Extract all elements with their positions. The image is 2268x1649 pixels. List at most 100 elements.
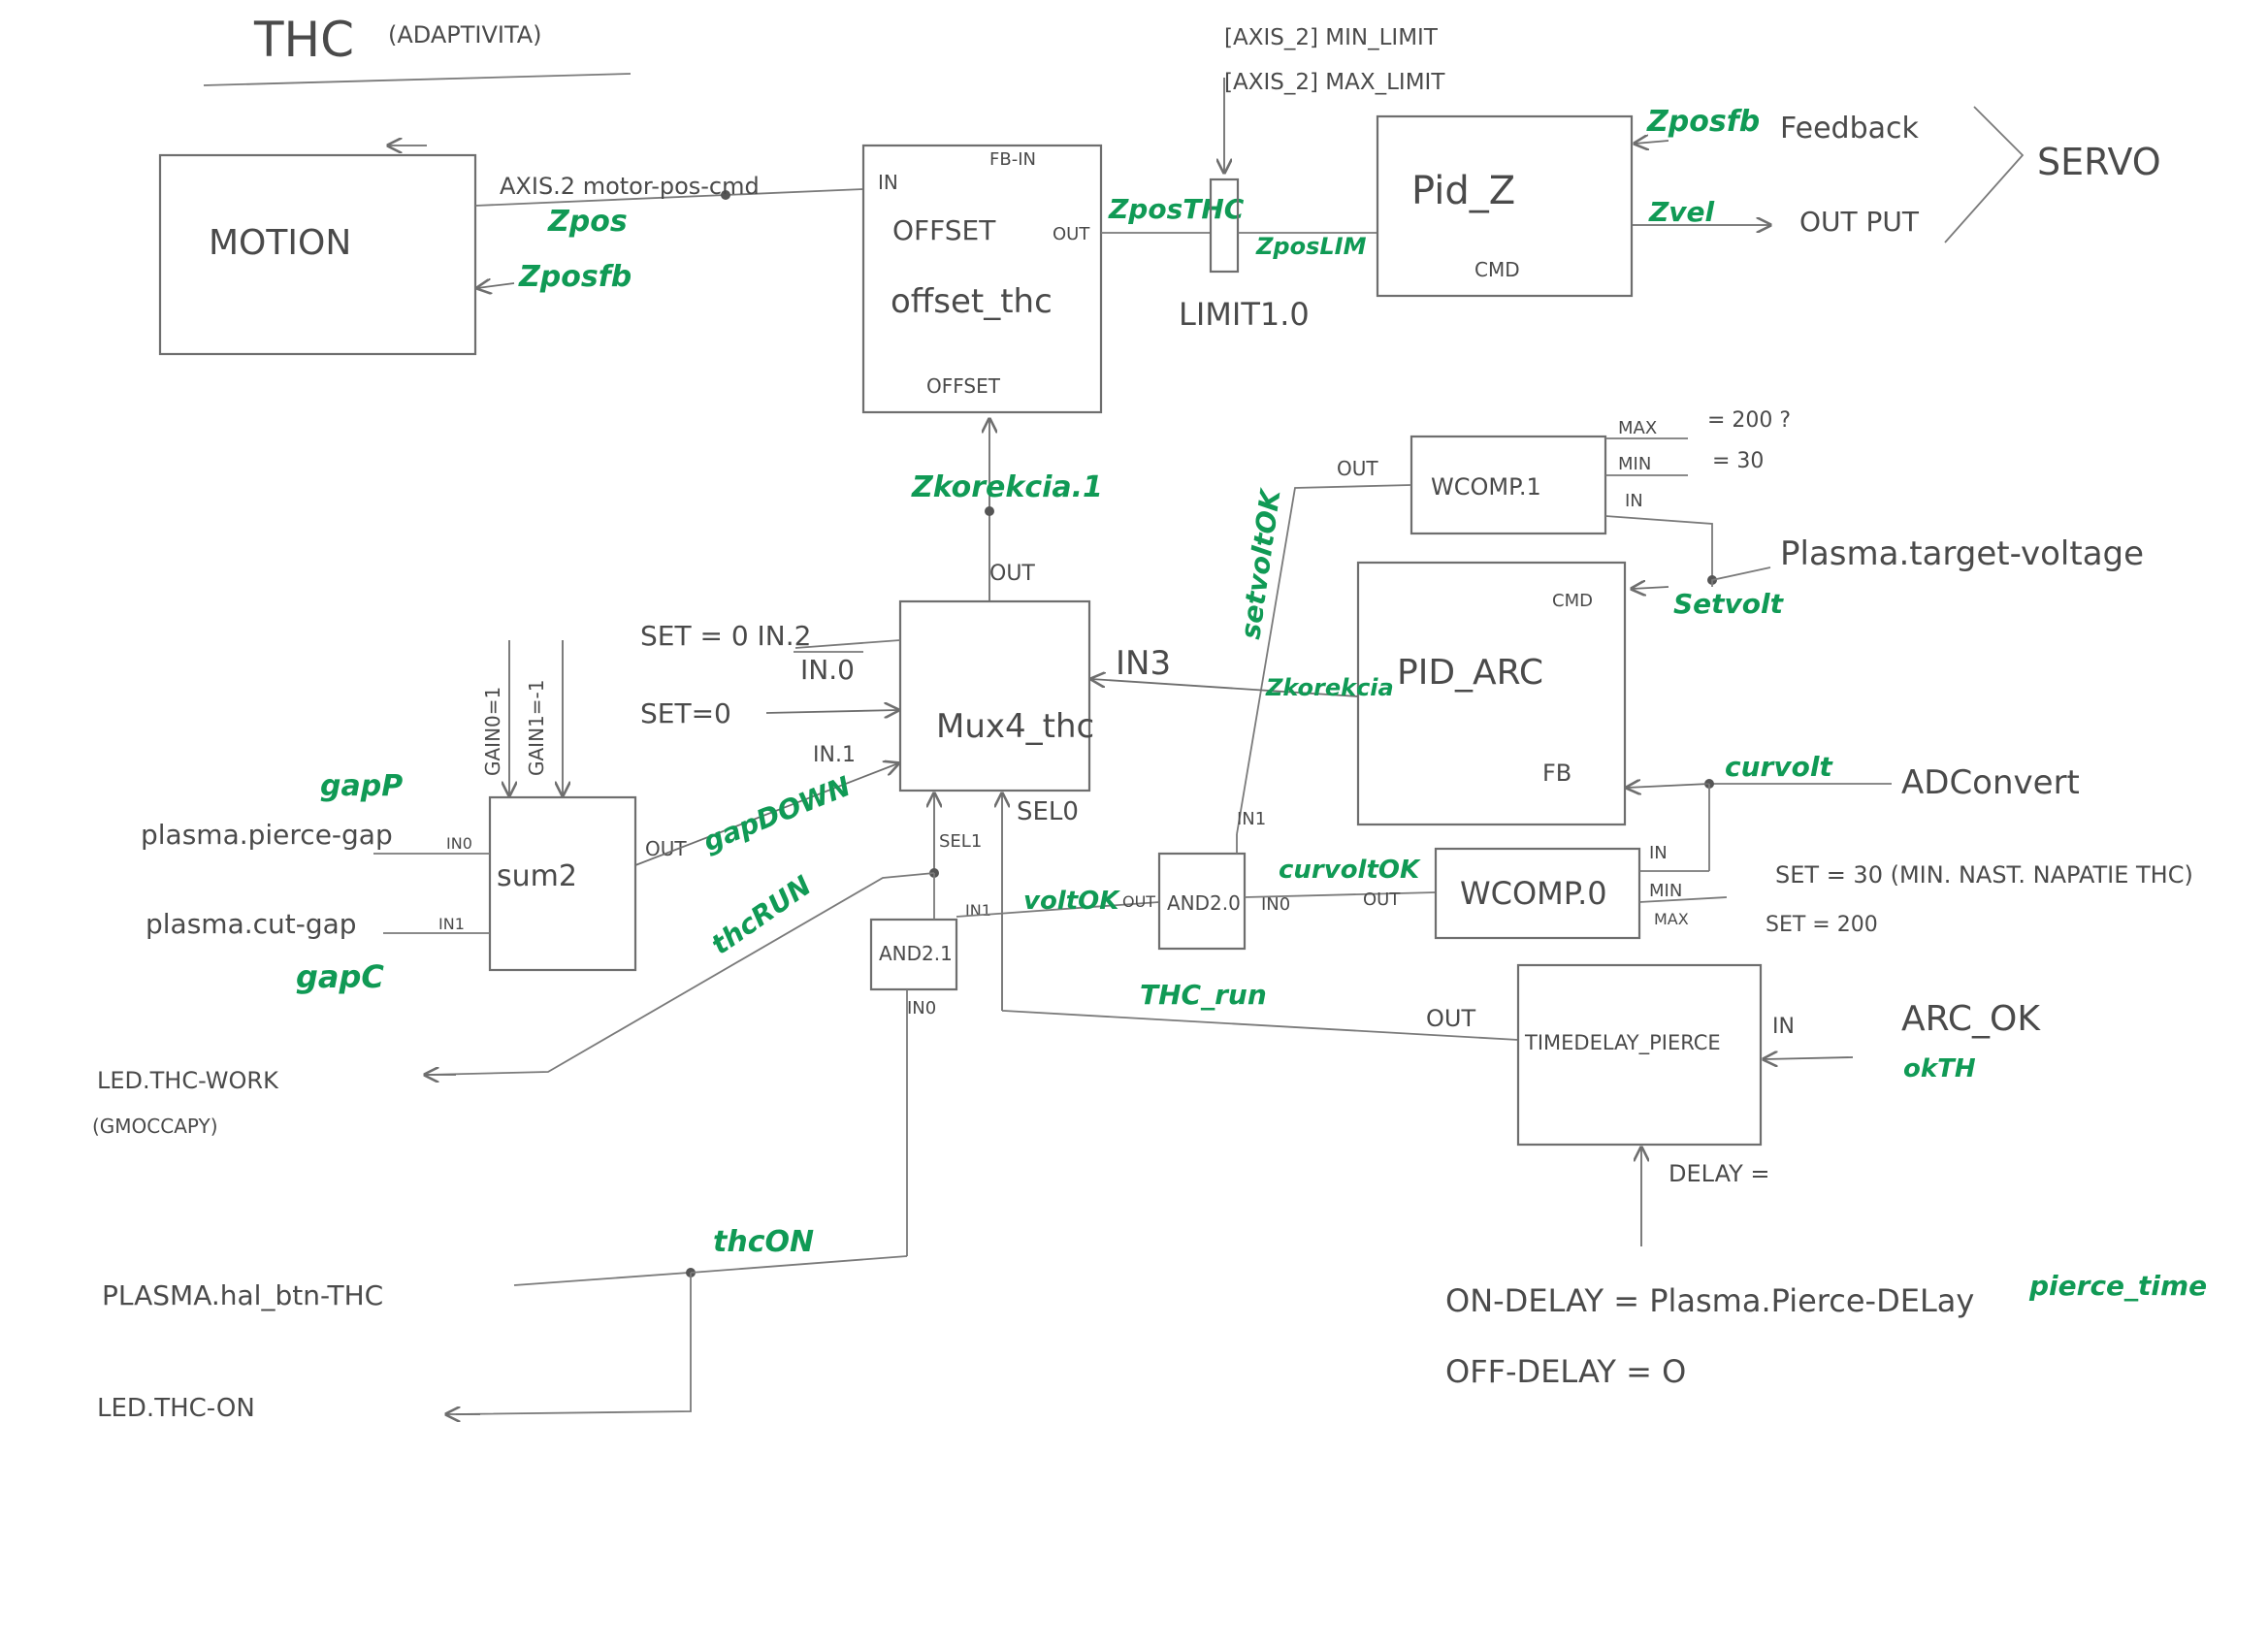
servo-feedback-label: Feedback [1780,112,1919,146]
offset-out-pin: OUT [1053,224,1090,244]
voltok-wire [956,901,1160,918]
axis-cmd-wire [474,188,864,207]
thcon-signal: thcON [713,1225,814,1259]
led-thc-work-note: (GMOCCAPY) [92,1115,218,1138]
mux-sel1-pin: SEL1 [939,831,982,852]
offset-instance-label: offset_thc [891,282,1053,321]
arc-ok-arrow [1764,1057,1854,1059]
cut-gap-pin: plasma.cut-gap [146,908,357,940]
curvoltok-signal: curvoltOK [1279,856,1421,885]
and21-in1-pin: IN1 [965,901,991,920]
and21-label: AND2.1 [879,942,953,965]
curvolt-arrow [1627,784,1710,788]
wcomp0-max-set: SET = 200 [1766,913,1878,937]
zkorekcia1-junction [985,506,994,516]
and20-in0-pin: IN0 [1261,894,1290,915]
sum2-gain1: GAIN1=-1 [525,680,548,776]
and20-in1-pin: IN1 [1237,809,1266,829]
gapc-signal: gapC [296,958,384,995]
pierce-time-signal: pierce_time [2028,1270,2207,1302]
offset-in-pin: IN [878,171,898,194]
btn-thc-pin: PLASMA.hal_btn-THC [102,1279,383,1311]
timedelay-in-pin: IN [1772,1015,1795,1039]
wcomp0-out-pin: OUT [1363,889,1401,910]
limit-block [1209,178,1240,274]
wcomp0-in-pin: IN [1649,843,1668,863]
mux-sel0-pin: SEL0 [1017,797,1079,826]
sum2-out-pin: OUT [645,837,687,860]
btn-thc-wire [513,1272,690,1286]
wcomp0-min-pin: MIN [1649,881,1682,901]
zpos-signal: Zpos [547,205,628,239]
axis-cmd-pin-label: AXIS.2 motor-pos-cmd [500,173,760,200]
setvolt-signal: Setvolt [1673,588,1785,620]
gapp-signal: gapP [320,769,403,803]
pid-z-label: Pid_Z [1411,169,1515,213]
mux-in0-pin: IN.0 [800,654,855,686]
arc-ok-pin: ARC_OK [1901,999,2041,1039]
thcon-wire [690,1255,908,1274]
timedelay-delay-param: DELAY = [1669,1160,1770,1187]
motion-block [158,153,477,356]
mux-in1-pin: IN.1 [813,743,856,767]
pid-arc-cmd-pin: CMD [1552,591,1593,611]
zvel-signal: Zvel [1648,196,1715,228]
thcrun-wire [426,872,935,1076]
okth-signal: okTH [1903,1054,1976,1083]
wcomp0-min-set: SET = 30 (MIN. NAST. NAPATIE THC) [1775,861,2193,889]
mux-set0-arrow [765,710,898,713]
pid-arc-fb-pin: FB [1542,760,1571,787]
sum2-block [488,795,637,972]
servo-output-label: OUT PUT [1799,206,1920,238]
thcrun-signal: thcRUN [705,869,817,961]
zkorekcia1-signal: Zkorekcia.1 [911,470,1103,504]
servo-label: SERVO [2037,141,2161,183]
mux-in2-wire [794,639,901,649]
led-thc-work-pin: LED.THC-WORK [97,1067,279,1094]
zposfb-servo-arrow [1635,141,1669,144]
offset-fbin-pin: FB-IN [989,149,1036,170]
zposthc-signal: ZposTHC [1108,193,1245,225]
wcomp1-in-pin: IN [1625,491,1643,511]
offset-offset-pin: OFFSET [926,374,1001,398]
zkorekcia-arrow [1091,679,1359,697]
on-delay-param: ON-DELAY = Plasma.Pierce-DELay [1445,1282,1974,1319]
setvoltok-signal: setvoltOK [1234,486,1287,641]
pid-z-cmd-pin: CMD [1474,258,1520,281]
mux-in2-pin: SET = 0 IN.2 [640,620,811,652]
wcomp1-max-value: = 200 ? [1707,408,1791,433]
pid-z-block [1376,114,1634,298]
pid-arc-block [1356,561,1627,826]
zposfb-servo-signal: Zposfb [1646,105,1760,139]
offset-block [861,144,1103,414]
led-on-wire [455,1273,692,1415]
axis-max-limit-label: [AXIS_2] MAX_LIMIT [1224,70,1445,95]
sum2-label: sum2 [497,859,577,893]
mux4-block [898,599,1091,792]
led-thc-on-pin: LED.THC-ON [97,1394,255,1423]
wcomp1-min-pin: MIN [1618,454,1651,474]
wcomp0-block [1434,847,1641,940]
thc-run-signal: THC_run [1140,979,1267,1011]
mux-set0-label: SET=0 [640,697,731,729]
zposlim-signal: ZposLIM [1255,233,1367,260]
and20-out-pin: OUT [1122,892,1155,911]
timedelay-out-pin: OUT [1426,1005,1475,1032]
gapdown-arrow [634,763,898,866]
and21-in0-pin: IN0 [907,998,936,1018]
wcomp1-label: WCOMP.1 [1431,473,1541,501]
setvolt-arrow [1632,587,1669,589]
wcomp1-max-pin: MAX [1618,418,1657,438]
sum2-gain0: GAIN0=1 [481,687,504,776]
setvolt-wire [1711,566,1771,587]
timedelay-block [1516,963,1763,1147]
sum2-in0-pin: IN0 [446,834,472,853]
thc-run-wire [1002,1010,1519,1041]
off-delay-param: OFF-DELAY = O [1445,1353,1686,1390]
mux4-label: Mux4_thc [936,707,1094,746]
target-voltage-pin: Plasma.target-voltage [1780,534,2144,573]
pierce-gap-pin: plasma.pierce-gap [141,819,393,851]
diagram-subtitle: (ADAPTIVITA) [388,21,542,48]
wcomp0-label: WCOMP.0 [1460,875,1607,912]
